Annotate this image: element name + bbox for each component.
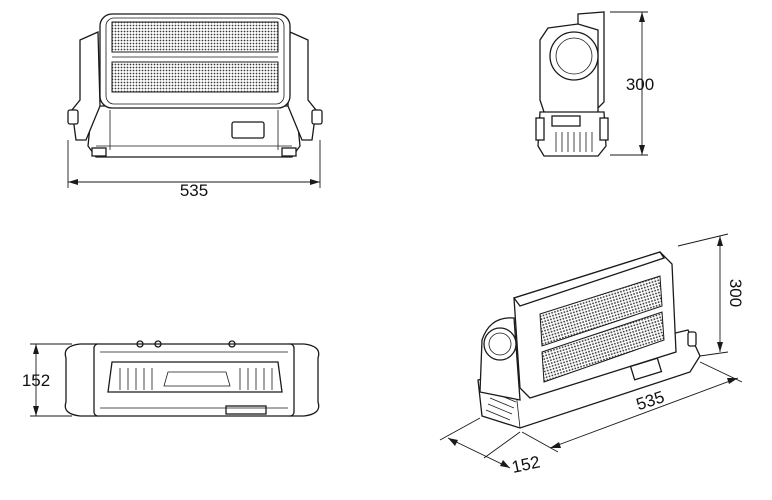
iso-depth-dimension: [439, 417, 521, 469]
iso-height-label: 300: [726, 279, 745, 307]
side-height-dimension: [610, 11, 648, 156]
iso-width-dimension: [521, 361, 743, 453]
front-view: [67, 13, 323, 158]
front-width-dimension: [67, 140, 321, 188]
side-height-label: 300: [626, 75, 654, 94]
top-depth-label: 152: [22, 371, 50, 390]
iso-height-dimension: [677, 233, 729, 357]
side-view: [535, 11, 609, 157]
front-width-label: 535: [180, 181, 208, 200]
iso-width-label: 535: [634, 387, 667, 414]
isometric-view: [477, 251, 701, 429]
top-depth-dimension: [30, 343, 72, 417]
top-view: [64, 340, 320, 417]
iso-depth-label: 152: [510, 452, 542, 476]
